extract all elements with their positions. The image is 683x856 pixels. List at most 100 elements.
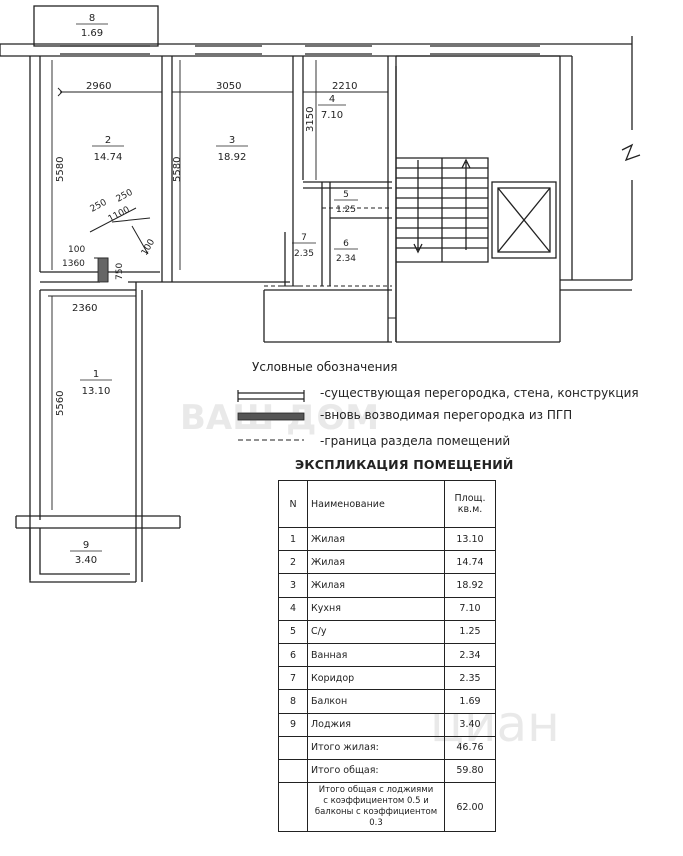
total-row: Итого общая: 59.80	[278, 758, 496, 784]
room-7-area: 2.35	[294, 249, 314, 259]
explication-table: N Наименование Площ. кв.м. 1 Жилая 13.10…	[278, 480, 496, 833]
row-n: 5	[278, 619, 308, 644]
wall-corridor	[284, 232, 294, 286]
head-n: N	[278, 480, 308, 528]
row-name: Лоджия	[307, 712, 445, 737]
row-area: 18.92	[444, 573, 496, 598]
dim-3150: 3150	[305, 107, 316, 132]
dim-100-a: 100	[140, 237, 157, 257]
room-3-area: 18.92	[218, 152, 247, 163]
total-living-label: Итого жилая:	[307, 735, 445, 760]
room-6-number: 6	[343, 239, 349, 249]
row-area: 3.40	[444, 712, 496, 737]
row-name: Жилая	[307, 573, 445, 598]
legend-title: Условные обозначения	[252, 360, 398, 374]
dim-250-a: 250	[89, 198, 109, 215]
stair-treads	[396, 158, 488, 254]
wall-wc-bath	[321, 182, 392, 286]
row-name: С/у	[307, 619, 445, 644]
explication-title: ЭКСПЛИКАЦИЯ ПОМЕЩЕНИЙ	[295, 457, 514, 472]
table-row: 2 Жилая 14.74	[278, 550, 496, 575]
stairwell-walls	[395, 55, 561, 343]
table-row: 4 Кухня 7.10	[278, 596, 496, 621]
row-n: 1	[278, 526, 308, 552]
head-name: Наименование	[307, 480, 445, 528]
total-value: 59.80	[444, 758, 496, 784]
wall-kitchen-bottom	[303, 181, 392, 189]
total-coef-line2: с коэффициентом 0.5 и	[323, 796, 429, 807]
room-8-number: 8	[89, 13, 95, 24]
dim-1360: 1360	[62, 259, 85, 269]
legend: Условные обозначения -существующая перег…	[230, 360, 670, 460]
room-4-number: 4	[329, 94, 335, 105]
dim-3050: 3050	[216, 81, 241, 92]
legend-symbols	[237, 390, 305, 441]
outer-wall-left	[29, 56, 41, 580]
dim-100-b: 100	[68, 245, 85, 255]
new-partition	[97, 257, 109, 283]
break-mark	[621, 143, 641, 162]
wall-lower-hall	[263, 289, 392, 343]
legend-new: -вновь возводимая перегородка из ПГП	[320, 408, 573, 422]
dim-750: 750	[115, 263, 125, 280]
row-name: Балкон	[307, 689, 445, 714]
head-area-line2: кв.м.	[457, 504, 483, 515]
row-name: Ванная	[307, 642, 445, 668]
total-living-value: 46.76	[444, 735, 496, 760]
outer-wall-top	[0, 43, 388, 57]
row-n: 7	[278, 666, 308, 691]
wall-room2-room3	[161, 56, 173, 282]
elevator-cross	[497, 187, 551, 253]
elevator-car	[497, 187, 551, 253]
row-name: Коридор	[307, 666, 445, 691]
room-2-area: 14.74	[94, 152, 123, 163]
window-marks-top	[60, 45, 540, 55]
table-row: 1 Жилая 13.10	[278, 526, 496, 552]
row-name: Кухня	[307, 596, 445, 621]
room-5-area: 1.25	[336, 205, 356, 215]
room-2-number: 2	[105, 135, 111, 146]
room-6-area: 2.34	[336, 254, 356, 264]
total-label: Итого общая:	[307, 758, 445, 784]
room-5-number: 5	[343, 190, 349, 200]
watermark-left: ВАШ ДОМ	[180, 398, 380, 438]
room-3-number: 3	[229, 135, 235, 146]
total-coef-line3: балконы с коэффициентом 0.3	[314, 807, 438, 829]
elevator-shaft	[491, 181, 557, 259]
loggia-9-outline	[29, 528, 136, 583]
row-n: 2	[278, 550, 308, 575]
row-name: Жилая	[307, 550, 445, 575]
row-area: 1.25	[444, 619, 496, 644]
dim-250-b: 250	[115, 188, 135, 205]
row-n: 9	[278, 712, 308, 737]
row-area: 14.74	[444, 550, 496, 575]
boundary-line	[264, 207, 392, 287]
table-row: 3 Жилая 18.92	[278, 573, 496, 598]
wall-room1-right	[135, 290, 143, 582]
row-n: 6	[278, 642, 308, 668]
row-area: 2.34	[444, 642, 496, 668]
total-coef-row: Итого общая с лоджиями с коэффициентом 0…	[278, 782, 496, 833]
row-n: 3	[278, 573, 308, 598]
row-area: 7.10	[444, 596, 496, 621]
room-1-number: 1	[93, 369, 99, 380]
total-coef-label: Итого общая с лоджиями с коэффициентом 0…	[307, 782, 445, 833]
wall-room4-right	[387, 56, 397, 342]
table-row: 8 Балкон 1.69	[278, 689, 496, 714]
total-coef-line1: Итого общая с лоджиями	[318, 785, 434, 796]
row-name: Жилая	[307, 526, 445, 552]
room-8-area: 1.69	[81, 28, 103, 39]
row-n: 8	[278, 689, 308, 714]
room-4-area: 7.10	[321, 110, 343, 121]
right-wing-walls	[560, 36, 633, 291]
table-row: 7 Коридор 2.35	[278, 666, 496, 691]
legend-boundary: -граница раздела помещений	[320, 434, 511, 448]
room-9-number: 9	[83, 540, 89, 551]
legend-existing: -существующая перегородка, стена, констр…	[320, 386, 639, 400]
dim-5560: 5560	[55, 391, 66, 416]
head-area: Площ. кв.м.	[444, 480, 496, 528]
room-1-area: 13.10	[82, 386, 111, 397]
dimension-lines	[48, 60, 388, 510]
stairs	[396, 157, 489, 263]
